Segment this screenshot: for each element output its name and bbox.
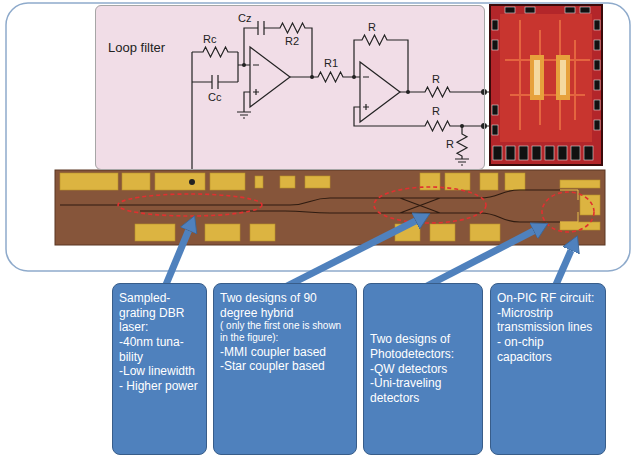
component-label: R — [432, 73, 440, 86]
probe-dot — [189, 179, 195, 185]
junction-dots — [242, 63, 487, 129]
component-label: R — [368, 21, 376, 34]
callout-text: On-PIC RF circuit: — [497, 291, 599, 306]
feature-callout-box: On-PIC RF circuit:-Microstrip transmissi… — [490, 283, 606, 455]
component-label: R2 — [285, 35, 299, 48]
callout-text: -Uni-traveling detectors — [370, 376, 476, 405]
feature-callout-box: Two designs of Photodetectors:-QW detect… — [363, 283, 483, 455]
loop-filter-schematic — [192, 21, 492, 182]
region-ellipses — [118, 187, 594, 232]
callout-text: -Star coupler based — [220, 359, 350, 374]
callout-text: -Microstrip transmission lines — [497, 306, 599, 335]
rf-board-picture — [490, 5, 602, 165]
loop-filter-ground — [95, 5, 485, 170]
callout-text: Two designs of 90 degree hybrid — [220, 291, 350, 320]
callout-text: Sampled-grating DBR laser: — [119, 291, 200, 335]
component-label: Cc — [208, 91, 221, 104]
callout-text: - Higher power — [119, 379, 200, 394]
component-label: Cz — [238, 12, 251, 25]
outer-frame — [6, 3, 630, 271]
callout-text: ( only the first one is shown in the fig… — [220, 320, 350, 344]
feature-callout-box: Sampled-grating DBR laser:-40nm tuna- bi… — [112, 283, 207, 455]
component-label: R — [432, 105, 440, 118]
component-label: R — [446, 138, 454, 151]
component-label: R1 — [324, 57, 338, 70]
callout-text: -Low linewidth — [119, 364, 200, 379]
callout-text: -MMI coupler based — [220, 345, 350, 360]
pointer-arrows — [165, 221, 571, 287]
loop-filter-panel: Loop filter — [95, 5, 485, 170]
callout-text: -40nm tuna- bility — [119, 335, 200, 364]
callout-text: - on-chip capacitors — [497, 335, 599, 364]
component-label: Rc — [203, 33, 216, 46]
callout-text: Two designs of Photodetectors: — [370, 332, 476, 361]
callout-text: -QW detectors — [370, 362, 476, 377]
feature-callout-box: Two designs of 90 degree hybrid( only th… — [213, 283, 357, 455]
